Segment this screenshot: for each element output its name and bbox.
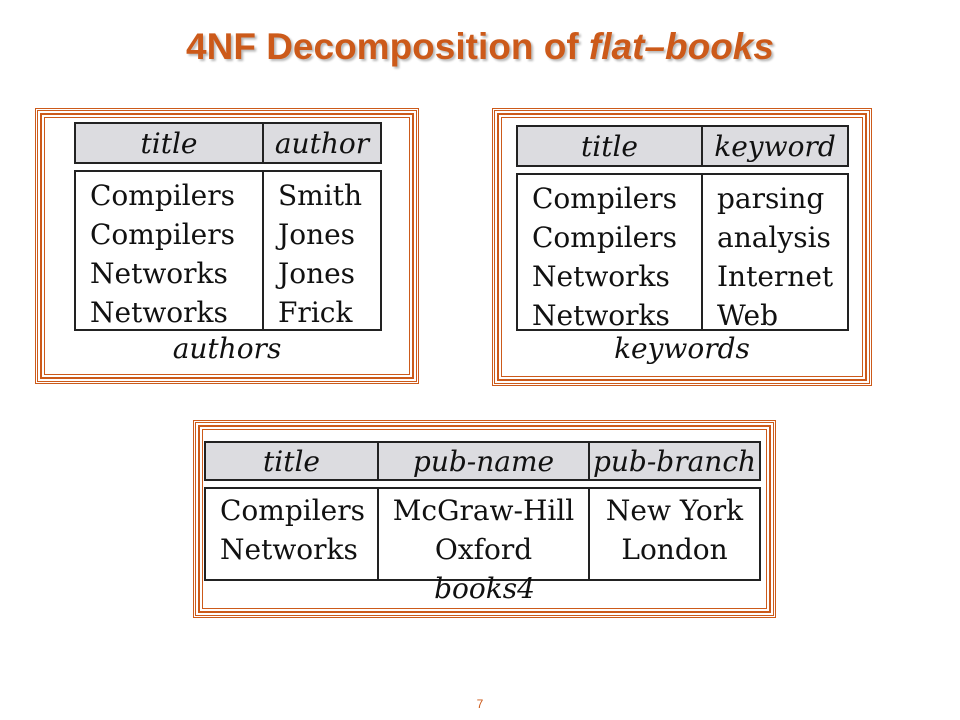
keywords-header: title keyword xyxy=(516,125,849,167)
slide-title-italic: flat–books xyxy=(588,26,774,67)
table-cell: Smith xyxy=(278,179,362,212)
page-number: 7 xyxy=(476,697,484,711)
books4-pub-branch-column: New York London xyxy=(588,489,759,579)
books4-body: Compilers Networks McGraw-Hill Oxford Ne… xyxy=(204,487,761,581)
books4-header: title pub-name pub-branch xyxy=(204,441,761,481)
table-cell: London xyxy=(621,533,728,566)
authors-title-column: Compilers Compilers Networks Networks xyxy=(76,172,262,329)
books4-relation-name: books4 xyxy=(434,572,535,605)
table-cell: Web xyxy=(717,299,778,332)
authors-body: Compilers Compilers Networks Networks Sm… xyxy=(74,170,382,331)
authors-header: title author xyxy=(74,122,382,164)
table-cell: Compilers xyxy=(220,494,365,527)
books4-header-title: title xyxy=(263,444,320,478)
keywords-relation: title keyword Compilers Compilers Networ… xyxy=(492,108,872,386)
keywords-title-column: Compilers Compilers Networks Networks xyxy=(518,175,701,332)
table-cell: Networks xyxy=(532,260,670,293)
keywords-keyword-column: parsing analysis Internet Web xyxy=(701,175,847,332)
table-cell: Jones xyxy=(278,257,356,290)
keywords-header-title: title xyxy=(581,129,638,163)
books4-header-pub-name: pub-name xyxy=(377,443,588,479)
table-cell: Compilers xyxy=(532,182,677,215)
slide-title-main: 4NF Decomposition of xyxy=(186,26,589,67)
table-cell: parsing xyxy=(717,182,825,215)
table-cell: Compilers xyxy=(90,179,235,212)
books4-relation: title pub-name pub-branch Compilers Netw… xyxy=(193,420,776,618)
table-cell: Internet xyxy=(717,260,834,293)
table-cell: Networks xyxy=(90,296,228,329)
authors-author-column: Smith Jones Jones Frick xyxy=(262,172,380,329)
table-cell: Networks xyxy=(220,533,358,566)
authors-header-title: title xyxy=(140,126,198,160)
authors-relation-name: authors xyxy=(172,332,282,365)
books4-pub-name-column: McGraw-Hill Oxford xyxy=(377,489,588,579)
books4-title-column: Compilers Networks xyxy=(206,489,377,579)
keywords-header-keyword: keyword xyxy=(701,127,847,165)
table-cell: McGraw-Hill xyxy=(392,494,575,527)
table-cell: New York xyxy=(605,494,744,527)
table-cell: Oxford xyxy=(434,533,533,566)
table-cell: Frick xyxy=(278,296,353,329)
keywords-body: Compilers Compilers Networks Networks pa… xyxy=(516,173,849,332)
authors-relation: title author Compilers Compilers Network… xyxy=(35,108,419,384)
table-cell: Networks xyxy=(532,299,670,332)
table-cell: Compilers xyxy=(90,218,235,251)
table-cell: analysis xyxy=(717,221,831,254)
table-cell: Jones xyxy=(278,218,356,251)
keywords-relation-name: keywords xyxy=(614,332,750,365)
table-cell: Compilers xyxy=(532,221,677,254)
authors-header-author: author xyxy=(262,124,380,162)
table-cell: Networks xyxy=(90,257,228,290)
books4-header-pub-branch: pub-branch xyxy=(588,443,759,479)
slide-title: 4NF Decomposition of flat–books xyxy=(0,26,960,68)
